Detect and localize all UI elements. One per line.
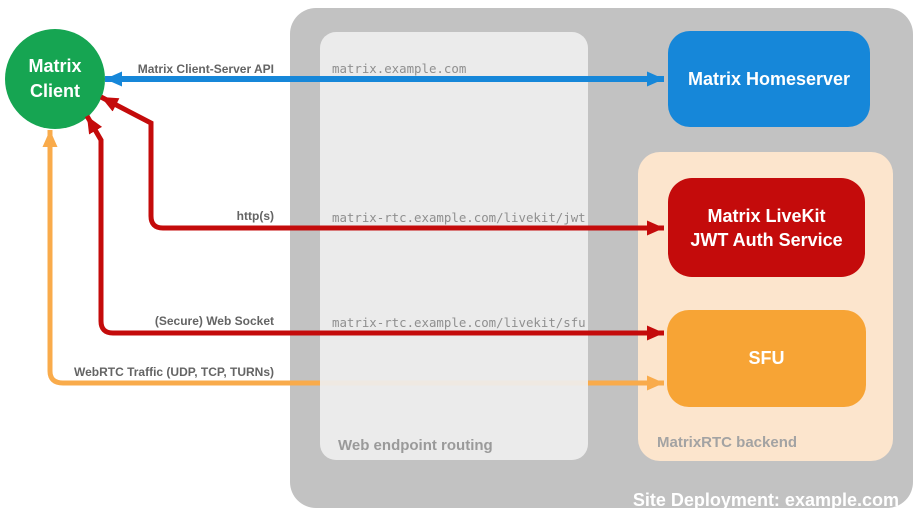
node-matrix-homeserver: Matrix Homeserver — [668, 31, 870, 127]
label-secure-web-socket: (Secure) Web Socket — [154, 314, 274, 328]
matrix-homeserver-label: Matrix Homeserver — [687, 68, 851, 89]
label-https: http(s) — [236, 209, 274, 223]
site-deployment-label: Site Deployment: example.com — [632, 490, 899, 510]
label-webrtc-traffic: WebRTC Traffic (UDP, TCP, TURNs) — [73, 365, 274, 379]
livekit-jwt-service-label: Matrix LiveKit JWT Auth Service — [690, 205, 843, 250]
endpoint-matrix-example-com: matrix.example.com — [332, 61, 467, 76]
sfu-label: SFU — [748, 348, 785, 368]
node-sfu: SFU — [667, 310, 866, 407]
label-client-server-api: Matrix Client-Server API — [137, 62, 274, 76]
matrix-client-label: Matrix Client — [28, 56, 82, 101]
endpoint-livekit-sfu: matrix-rtc.example.com/livekit/sfu — [332, 315, 586, 330]
web-endpoint-routing-label: Web endpoint routing — [338, 437, 493, 454]
endpoint-livekit-jwt: matrix-rtc.example.com/livekit/jwt — [332, 210, 586, 225]
matrixrtc-backend-label: MatrixRTC backend — [657, 434, 798, 451]
node-matrix-client: Matrix Client — [5, 29, 105, 129]
node-livekit-jwt-service: Matrix LiveKit JWT Auth Service — [668, 178, 865, 277]
web-endpoint-routing-container — [320, 32, 588, 460]
